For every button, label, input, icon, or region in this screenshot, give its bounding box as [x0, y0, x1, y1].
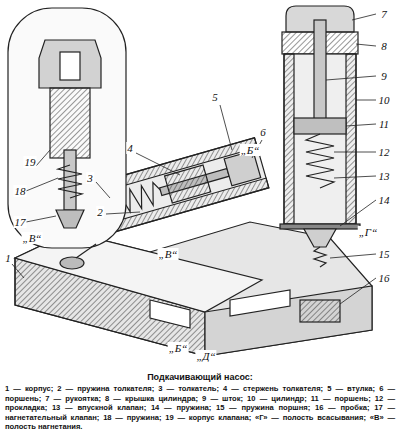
gasket: [280, 224, 360, 229]
callout-number: „Д“: [195, 350, 216, 362]
valve-stem: [64, 150, 76, 210]
drawing-stroke: [352, 14, 376, 20]
callout-number: 16: [378, 272, 391, 284]
drawing-stroke: [26, 216, 56, 222]
callout-number: 3: [86, 172, 94, 184]
housing-front: [205, 286, 372, 356]
callout-number: 7: [380, 8, 388, 20]
valve-spring: [314, 247, 326, 267]
cavity-d: [150, 300, 190, 328]
leader-lines: [12, 14, 376, 304]
drawing-stroke: [12, 264, 24, 278]
drawing-stroke: [330, 254, 376, 258]
callout-number: 6: [259, 126, 267, 138]
figure-caption: 1 — корпус; 2 — пружина толкателя; 3 — т…: [5, 384, 395, 432]
cavity-b: [230, 290, 290, 316]
delivery-valve: [56, 210, 84, 228]
plug: [300, 300, 340, 322]
callout-number: „Б“: [168, 342, 189, 354]
drawing-stroke: [340, 200, 376, 226]
inlet-valve: [304, 229, 336, 247]
callout-number: 9: [380, 70, 388, 82]
inset-frame: [8, 8, 126, 248]
callout-number: „В“: [22, 232, 43, 244]
piston-spring: [306, 134, 334, 188]
drawing-stroke: [220, 105, 232, 150]
figure-title: Подкачивающий насос:: [0, 372, 400, 383]
callout-number: 5: [211, 91, 219, 103]
callout-number: 1: [4, 252, 12, 264]
callout-number: 10: [378, 94, 391, 106]
drawing-stroke: [334, 176, 376, 178]
drawing-stroke: [326, 76, 376, 80]
drawing-stroke: [96, 182, 110, 198]
cylinder-wall: [284, 54, 294, 224]
valve-body: [50, 88, 90, 158]
drawing-stroke: [356, 44, 376, 46]
pump-illustration: [0, 0, 400, 372]
callout-number: 14: [378, 194, 391, 206]
drawing-stroke: [36, 150, 50, 166]
drawing-stroke: [136, 153, 180, 175]
drawing-stroke: [346, 124, 376, 126]
upper-piston: [294, 118, 346, 134]
callout-number: 13: [378, 170, 391, 182]
drawing-stroke: [356, 100, 376, 101]
callout-number: „Б“: [240, 144, 261, 156]
valve-body-top: [39, 40, 101, 88]
callout-number: 8: [380, 40, 388, 52]
cylinder-wall: [346, 54, 356, 224]
drawing-stroke: [334, 152, 376, 153]
callout-number: 4: [126, 142, 134, 154]
callout-number: 11: [378, 118, 390, 130]
callout-number: 18: [14, 185, 27, 197]
drawing-stroke: [106, 212, 140, 214]
callout-number: 12: [378, 146, 391, 158]
drawing-stroke: [8, 6, 376, 356]
inset-leader: [76, 244, 96, 258]
callout-number: 19: [24, 156, 37, 168]
inset-spot: [60, 257, 84, 269]
rod: [314, 20, 326, 130]
drawing-stroke: [26, 178, 58, 191]
callout-number: 2: [96, 206, 104, 218]
callout-number: 15: [378, 248, 391, 260]
callout-number: „В“: [158, 248, 179, 260]
callout-number: 17: [14, 216, 27, 228]
inset-spring: [58, 165, 82, 198]
valve-bore: [60, 52, 80, 80]
drawing-stroke: [340, 278, 376, 304]
callout-number: „Г“: [358, 226, 379, 238]
